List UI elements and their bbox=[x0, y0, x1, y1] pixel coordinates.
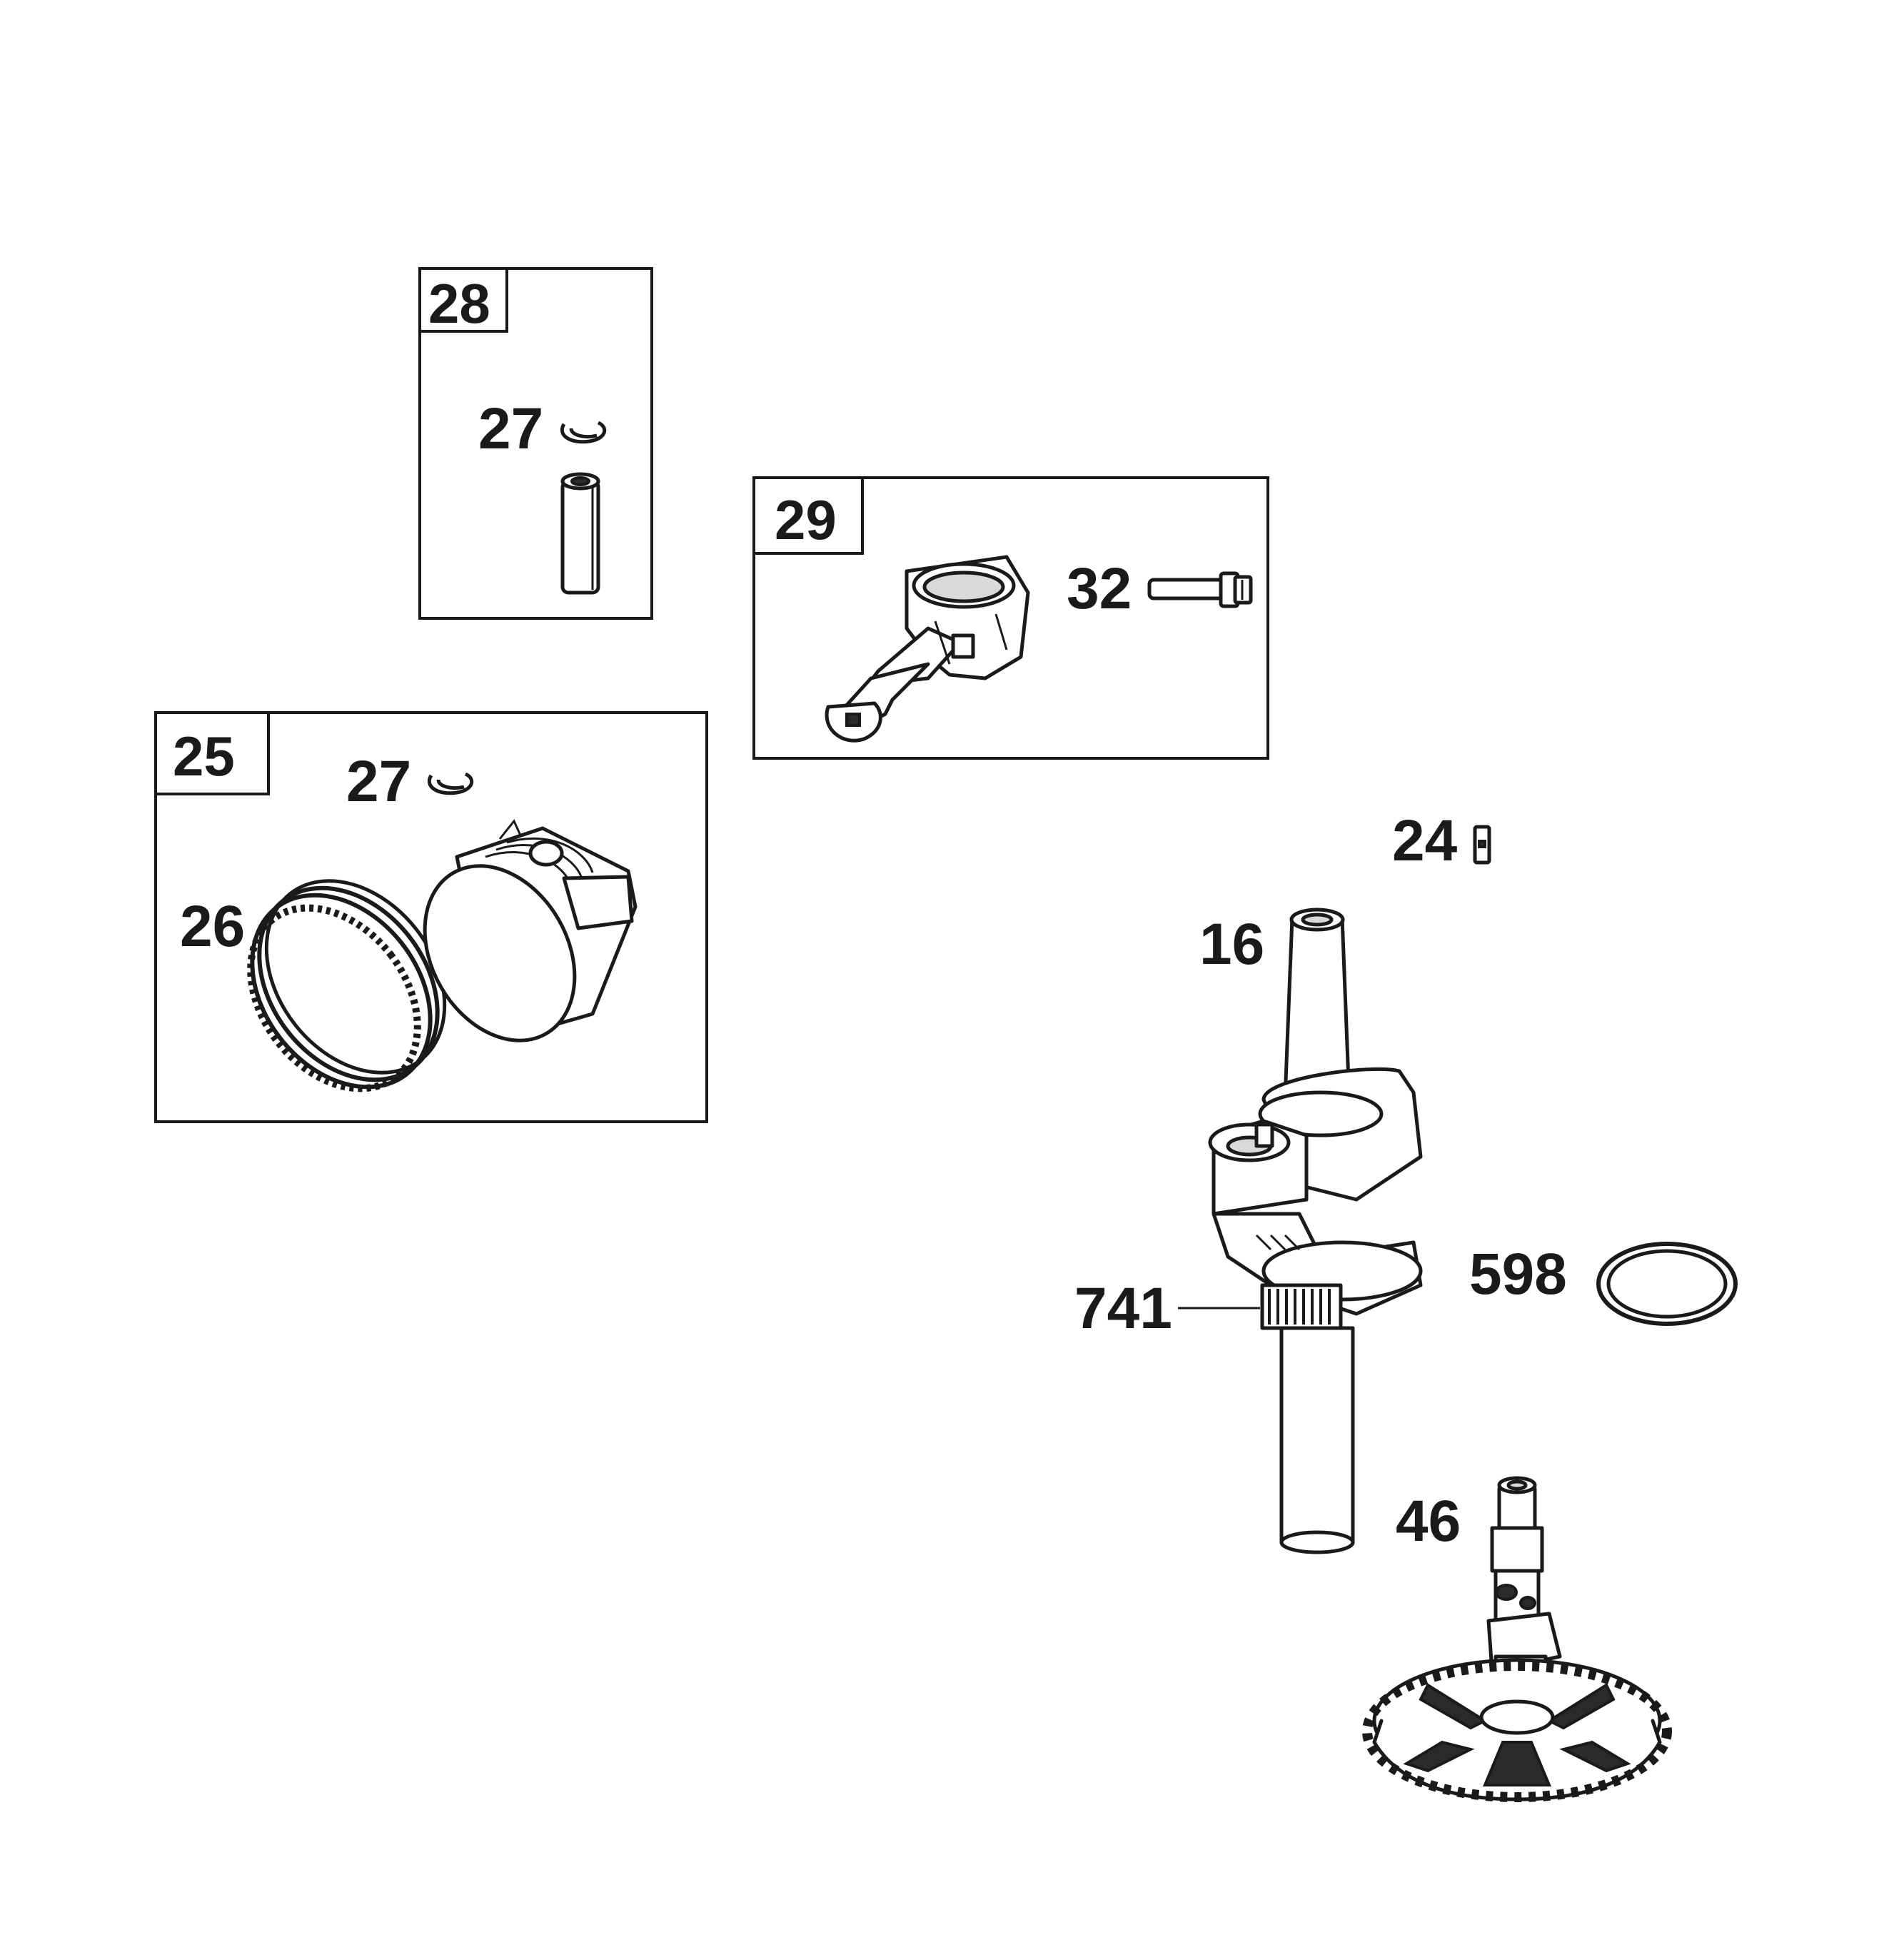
group-25-frame bbox=[154, 711, 708, 1123]
callout-741: 741 bbox=[1074, 1276, 1172, 1341]
retaining-clip-icon bbox=[560, 421, 607, 444]
group-25: 25 27 26 bbox=[154, 711, 708, 1123]
wrist-pin-clip-icon bbox=[428, 772, 474, 795]
piston-pin-icon bbox=[560, 472, 600, 595]
group-25-label: 25 bbox=[173, 725, 235, 788]
group-29: 29 32 bbox=[752, 476, 1269, 760]
callout-24: 24 bbox=[1392, 808, 1458, 873]
callout-46: 46 bbox=[1396, 1489, 1461, 1554]
callout-598: 598 bbox=[1469, 1242, 1567, 1307]
crankshaft-key-icon bbox=[1473, 825, 1491, 865]
callout-16: 16 bbox=[1199, 912, 1264, 977]
group-29-tab bbox=[752, 476, 864, 555]
callout-32: 32 bbox=[1067, 556, 1132, 621]
piston-rings-icon bbox=[247, 879, 447, 1092]
thrust-washer-icon bbox=[1596, 1242, 1738, 1326]
group-28-label: 28 bbox=[428, 272, 490, 335]
group-25-tab bbox=[154, 711, 270, 795]
crankshaft-icon bbox=[1208, 908, 1423, 1554]
camshaft-icon bbox=[1362, 1476, 1672, 1802]
group-29-label: 29 bbox=[775, 488, 837, 551]
piston-icon bbox=[423, 819, 638, 1042]
group-29-frame bbox=[752, 476, 1269, 760]
group-28-frame bbox=[418, 267, 653, 620]
callout-27-left: 27 bbox=[346, 749, 411, 814]
rod-bolt-icon bbox=[1147, 571, 1253, 608]
callout-26: 26 bbox=[180, 894, 245, 959]
group-28-tab bbox=[418, 267, 508, 333]
group-28: 28 27 bbox=[418, 267, 653, 620]
connecting-rod-icon bbox=[825, 555, 1030, 743]
callout-27-top: 27 bbox=[478, 396, 543, 461]
